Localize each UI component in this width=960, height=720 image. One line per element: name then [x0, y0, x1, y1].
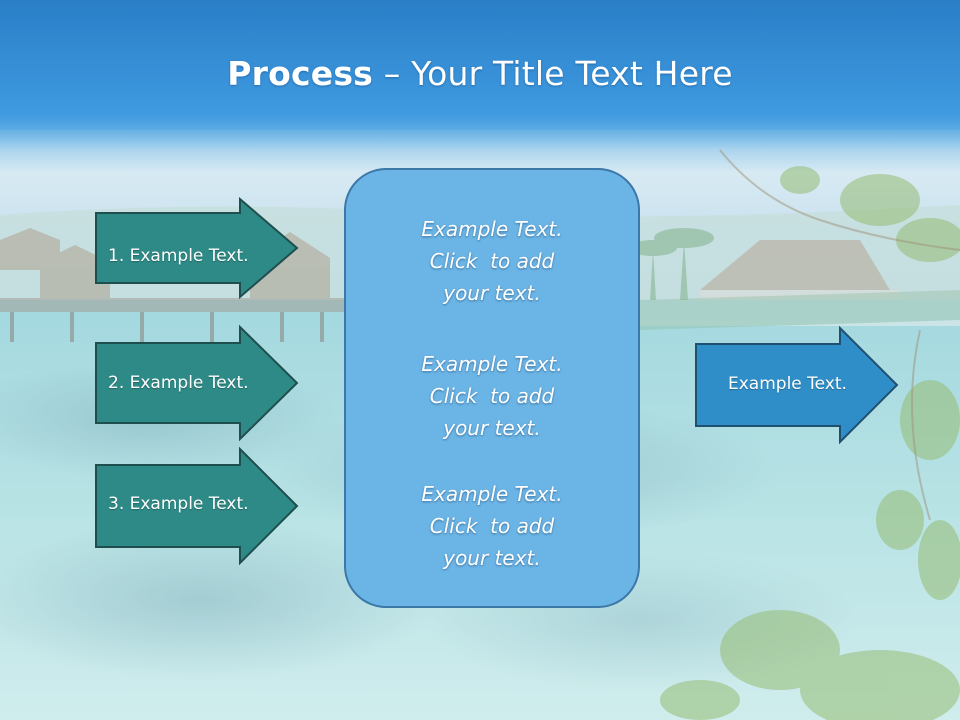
- center-line: Example Text.: [421, 352, 563, 376]
- title-rest: – Your Title Text Here: [373, 54, 733, 93]
- input-arrow-label: 2. Example Text.: [108, 373, 249, 393]
- input-arrow-3[interactable]: 3. Example Text.: [95, 446, 299, 566]
- arrow-right-icon: [695, 325, 899, 445]
- center-line: your text.: [443, 416, 541, 440]
- center-text-block-3[interactable]: Example Text. Click to add your text.: [344, 478, 640, 574]
- center-line: your text.: [443, 281, 541, 305]
- output-arrow-label: Example Text.: [728, 374, 847, 394]
- center-line: your text.: [443, 546, 541, 570]
- center-text-block-1[interactable]: Example Text. Click to add your text.: [344, 213, 640, 309]
- center-line: Click to add: [429, 384, 555, 408]
- input-arrow-label: 3. Example Text.: [108, 494, 249, 514]
- title-bar: [0, 0, 960, 150]
- center-line: Click to add: [429, 249, 555, 273]
- input-arrow-label: 1. Example Text.: [108, 246, 249, 266]
- input-arrow-2[interactable]: 2. Example Text.: [95, 324, 299, 442]
- center-line: Example Text.: [421, 217, 563, 241]
- arrow-right-icon: [95, 196, 299, 300]
- center-line: Click to add: [429, 514, 555, 538]
- output-arrow[interactable]: Example Text.: [695, 325, 899, 445]
- center-text-block-2[interactable]: Example Text. Click to add your text.: [344, 348, 640, 444]
- slide-title[interactable]: Process – Your Title Text Here: [0, 52, 960, 96]
- arrow-right-icon: [95, 324, 299, 442]
- arrow-right-icon: [95, 446, 299, 566]
- title-bold: Process: [227, 54, 374, 93]
- input-arrow-1[interactable]: 1. Example Text.: [95, 196, 299, 300]
- center-text-box[interactable]: [344, 168, 640, 608]
- center-line: Example Text.: [421, 482, 563, 506]
